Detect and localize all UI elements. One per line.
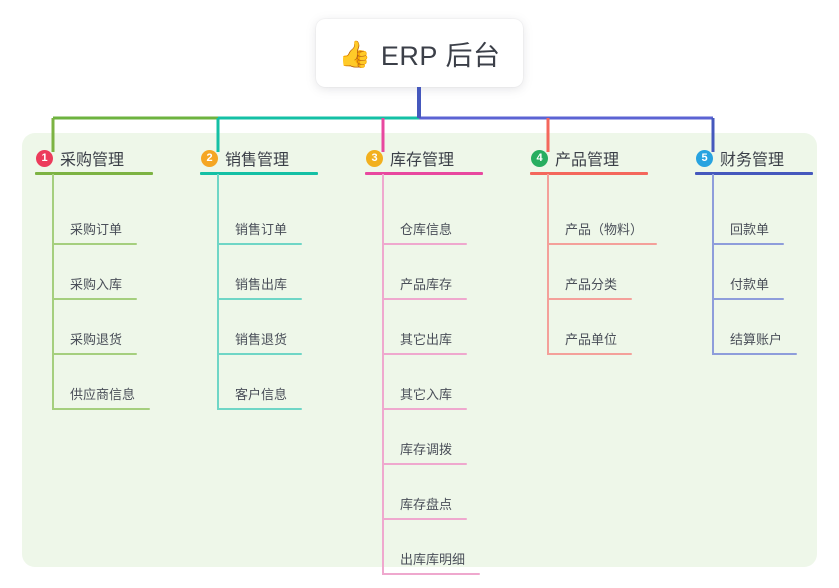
leaf-node[interactable]: 回款单 bbox=[712, 205, 788, 245]
leaf-node-label: 库存调拨 bbox=[400, 442, 453, 457]
branch-spine-4 bbox=[547, 174, 549, 355]
leaf-node[interactable]: 产品分类 bbox=[547, 260, 636, 300]
branch-header-3[interactable]: 3 库存管理 bbox=[366, 146, 454, 170]
leaf-node-label: 采购退货 bbox=[70, 332, 123, 347]
leaf-node-label: 结算账户 bbox=[730, 332, 783, 347]
leaf-node-label: 回款单 bbox=[730, 222, 770, 237]
leaf-node[interactable]: 付款单 bbox=[712, 260, 788, 300]
leaf-node-label: 销售出库 bbox=[235, 277, 288, 292]
leaf-node-rule bbox=[217, 243, 302, 245]
branches-panel bbox=[22, 133, 817, 567]
leaf-node[interactable]: 产品（物料） bbox=[547, 205, 661, 245]
branch-column-1: 1 采购管理采购订单采购入库采购退货供应商信息 bbox=[22, 133, 187, 567]
leaf-node-rule bbox=[547, 243, 657, 245]
leaf-node-rule bbox=[217, 298, 302, 300]
leaf-node-rule bbox=[712, 353, 797, 355]
branch-badge-5: 5 bbox=[696, 149, 713, 167]
branch-header-label: 财务管理 bbox=[720, 152, 785, 169]
leaf-node[interactable]: 销售订单 bbox=[217, 205, 306, 245]
leaf-node-rule bbox=[382, 573, 480, 575]
branch-header-rule bbox=[35, 172, 153, 175]
leaf-node-rule bbox=[382, 243, 467, 245]
branch-header-label: 产品管理 bbox=[555, 152, 620, 169]
leaf-node-label: 产品库存 bbox=[400, 277, 453, 292]
thumbs-up-icon: 👍 bbox=[338, 39, 371, 69]
leaf-node-label: 其它入库 bbox=[400, 387, 453, 402]
branch-column-4: 4 产品管理产品（物料） 产品分类产品单位 bbox=[517, 133, 682, 567]
branch-badge-3: 3 bbox=[366, 149, 383, 167]
leaf-node[interactable]: 客户信息 bbox=[217, 370, 306, 410]
leaf-node-rule bbox=[382, 518, 467, 520]
branch-header-2[interactable]: 2 销售管理 bbox=[201, 146, 289, 170]
leaf-node-rule bbox=[217, 408, 302, 410]
leaf-node-label: 产品（物料） bbox=[565, 222, 644, 237]
branch-header-1[interactable]: 1 采购管理 bbox=[36, 146, 124, 170]
leaf-node-rule bbox=[382, 353, 467, 355]
leaf-node-rule bbox=[382, 463, 467, 465]
leaf-node[interactable]: 销售退货 bbox=[217, 315, 306, 355]
leaf-node-label: 产品单位 bbox=[565, 332, 618, 347]
leaf-node[interactable]: 销售出库 bbox=[217, 260, 306, 300]
leaf-node-rule bbox=[217, 353, 302, 355]
branch-column-2: 2 销售管理销售订单销售出库销售退货客户信息 bbox=[187, 133, 352, 567]
leaf-node-rule bbox=[382, 408, 467, 410]
leaf-node[interactable]: 产品单位 bbox=[547, 315, 636, 355]
branch-spine-1 bbox=[52, 174, 54, 410]
branch-columns: 1 采购管理采购订单采购入库采购退货供应商信息 2 销售管理销售订单销售出库销售退货客… bbox=[22, 133, 817, 575]
leaf-node[interactable]: 仓库信息 bbox=[382, 205, 471, 245]
branch-column-3: 3 库存管理仓库信息产品库存其它出库其它入库库存调拨库存盘点出库库明细 bbox=[352, 133, 517, 575]
branch-badge-4: 4 bbox=[531, 149, 548, 167]
leaf-node[interactable]: 供应商信息 bbox=[52, 370, 154, 410]
leaf-node-label: 付款单 bbox=[730, 277, 770, 292]
leaf-node-label: 采购订单 bbox=[70, 222, 123, 237]
leaf-node[interactable]: 库存盘点 bbox=[382, 480, 471, 520]
branch-spine-3 bbox=[382, 174, 384, 575]
leaf-node[interactable]: 出库库明细 bbox=[382, 535, 484, 575]
leaf-node-rule bbox=[712, 298, 784, 300]
leaf-node-label: 库存盘点 bbox=[400, 497, 453, 512]
leaf-node-rule bbox=[52, 353, 137, 355]
leaf-node-label: 出库库明细 bbox=[400, 552, 466, 567]
branch-spine-2 bbox=[217, 174, 219, 410]
branch-header-rule bbox=[365, 172, 483, 175]
leaf-node-rule bbox=[712, 243, 784, 245]
leaf-node-label: 仓库信息 bbox=[400, 222, 453, 237]
leaf-node[interactable]: 结算账户 bbox=[712, 315, 801, 355]
leaf-node-rule bbox=[52, 298, 137, 300]
leaf-node[interactable]: 采购入库 bbox=[52, 260, 141, 300]
branch-header-label: 库存管理 bbox=[390, 152, 455, 169]
leaf-node-rule bbox=[52, 408, 150, 410]
branch-spine-5 bbox=[712, 174, 714, 355]
branch-header-5[interactable]: 5 财务管理 bbox=[696, 146, 784, 170]
leaf-node-rule bbox=[52, 243, 137, 245]
leaf-node[interactable]: 其它入库 bbox=[382, 370, 471, 410]
leaf-node[interactable]: 库存调拨 bbox=[382, 425, 471, 465]
branch-header-label: 销售管理 bbox=[225, 152, 290, 169]
leaf-node-label: 产品分类 bbox=[565, 277, 618, 292]
branch-column-5: 5 财务管理回款单付款单结算账户 bbox=[682, 133, 817, 567]
branch-header-label: 采购管理 bbox=[60, 152, 125, 169]
leaf-node-label: 采购入库 bbox=[70, 277, 123, 292]
leaf-node-label: 客户信息 bbox=[235, 387, 288, 402]
leaf-node[interactable]: 产品库存 bbox=[382, 260, 471, 300]
leaf-node[interactable]: 采购退货 bbox=[52, 315, 141, 355]
leaf-node-label: 销售退货 bbox=[235, 332, 288, 347]
leaf-node[interactable]: 其它出库 bbox=[382, 315, 471, 355]
branch-header-rule bbox=[695, 172, 813, 175]
root-node-card[interactable]: 👍 ERP 后台 bbox=[316, 19, 523, 87]
branch-header-rule bbox=[530, 172, 648, 175]
branch-badge-2: 2 bbox=[201, 149, 218, 167]
leaf-node-rule bbox=[382, 298, 467, 300]
root-node-title: ERP 后台 bbox=[380, 40, 501, 71]
branch-header-4[interactable]: 4 产品管理 bbox=[531, 146, 619, 170]
leaf-node-rule bbox=[547, 298, 632, 300]
leaf-node-label: 其它出库 bbox=[400, 332, 453, 347]
leaf-node[interactable]: 采购订单 bbox=[52, 205, 141, 245]
branch-badge-1: 1 bbox=[36, 149, 53, 167]
leaf-node-rule bbox=[547, 353, 632, 355]
branch-header-rule bbox=[200, 172, 318, 175]
leaf-node-label: 销售订单 bbox=[235, 222, 288, 237]
leaf-node-label: 供应商信息 bbox=[70, 387, 136, 402]
